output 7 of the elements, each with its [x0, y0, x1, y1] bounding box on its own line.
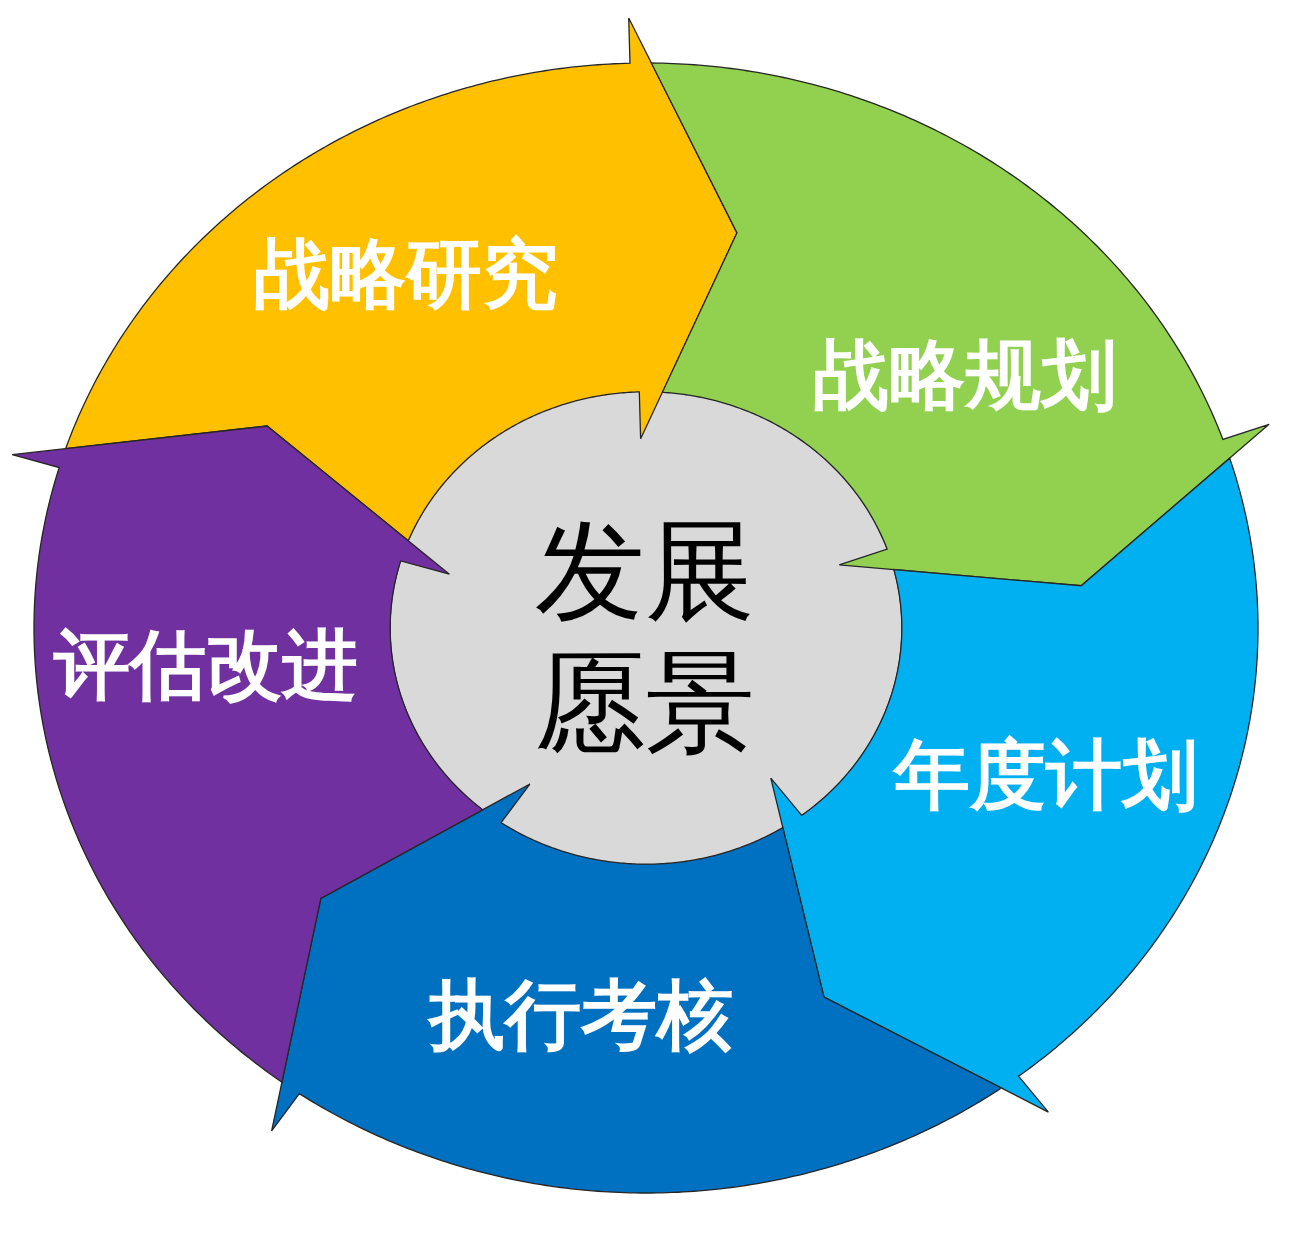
step-label: 战略研究 [254, 232, 558, 316]
step-label: 年度计划 [894, 733, 1198, 817]
ring-segment [769, 457, 1259, 1114]
step-label: 评估改进 [54, 623, 358, 707]
step-label: 执行考核 [429, 973, 733, 1057]
step-label: 战略规划 [813, 333, 1117, 417]
center-label: 发展愿景 [534, 506, 756, 769]
